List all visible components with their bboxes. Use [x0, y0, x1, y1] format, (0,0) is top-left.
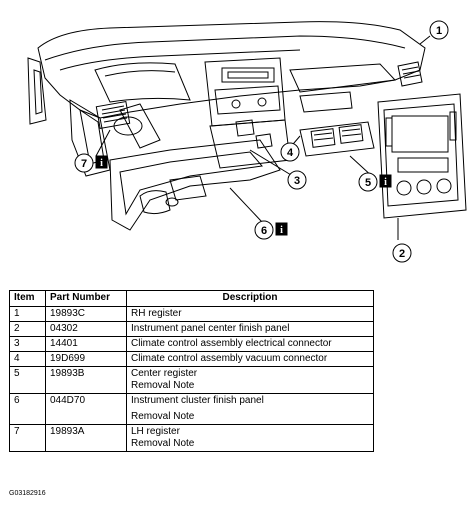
description-text: LH register	[131, 426, 180, 437]
callout-4-number: 4	[287, 147, 294, 159]
cell-description: Climate control assembly electrical conn…	[126, 336, 374, 352]
description-text: Center register	[131, 368, 198, 379]
header-part-number: Part Number	[45, 290, 127, 307]
cell-part-number: 19893A	[45, 424, 127, 452]
cell-description: LH register Removal Note	[126, 424, 374, 452]
cell-item: 3	[9, 336, 46, 352]
removal-note-link[interactable]: Removal Note	[131, 380, 195, 391]
cell-part-number: 19893B	[45, 366, 127, 394]
table-row: 1 19893C RH register	[9, 306, 374, 322]
cell-description: Instrument panel center finish panel	[126, 321, 374, 337]
cell-item: 2	[9, 321, 46, 337]
callout-4: 4	[280, 142, 300, 162]
table-row: 7 19893A LH register Removal Note	[9, 424, 374, 452]
dashboard-exploded-diagram: 1 2 3 4 5 i 6 i 7 i	[27, 20, 467, 263]
callout-3: 3	[287, 170, 307, 190]
center-finish-panel-drawing	[377, 93, 467, 219]
info-icon	[379, 174, 392, 188]
figure-id: G03182916	[9, 490, 46, 497]
cell-part-number: 19893C	[45, 306, 127, 322]
description-text: Instrument cluster finish panel	[131, 395, 264, 406]
parts-table: Item Part Number Description 1 19893C RH…	[9, 290, 374, 452]
cell-part-number: 04302	[45, 321, 127, 337]
cell-description: Instrument cluster finish panel Removal …	[126, 393, 374, 425]
info-icon	[95, 155, 108, 169]
table-header-row: Item Part Number Description	[9, 290, 374, 307]
cell-item: 6	[9, 393, 46, 425]
cell-part-number: 044D70	[45, 393, 127, 425]
center-register-drawing	[299, 121, 375, 157]
callout-6-info-glyph: i	[280, 225, 283, 236]
header-description: Description	[126, 290, 374, 307]
callout-7: 7 i	[74, 153, 108, 173]
callout-5-info-glyph: i	[384, 177, 387, 188]
cell-description: Climate control assembly vacuum connecto…	[126, 351, 374, 367]
table-row: 3 14401 Climate control assembly electri…	[9, 336, 374, 352]
cell-part-number: 14401	[45, 336, 127, 352]
cell-description: Center register Removal Note	[126, 366, 374, 394]
header-item: Item	[9, 290, 46, 307]
removal-note-link[interactable]: Removal Note	[131, 411, 195, 422]
table-row: 2 04302 Instrument panel center finish p…	[9, 321, 374, 337]
table-row: 4 19D699 Climate control assembly vacuum…	[9, 351, 374, 367]
callout-2: 2	[392, 243, 412, 263]
callout-2-number: 2	[399, 248, 405, 260]
callout-1-number: 1	[436, 25, 442, 37]
rh-register-drawing	[397, 61, 423, 87]
info-icon	[275, 222, 288, 236]
cell-item: 5	[9, 366, 46, 394]
callout-7-info-glyph: i	[100, 158, 103, 169]
callout-3-number: 3	[294, 175, 300, 187]
lh-register-drawing	[95, 100, 131, 130]
removal-note-link[interactable]: Removal Note	[131, 438, 195, 449]
callout-6: 6 i	[254, 220, 288, 240]
cell-item: 4	[9, 351, 46, 367]
callout-7-number: 7	[81, 158, 87, 170]
cell-item: 1	[9, 306, 46, 322]
callout-5-number: 5	[365, 177, 371, 189]
cell-item: 7	[9, 424, 46, 452]
table-row: 6 044D70 Instrument cluster finish panel…	[9, 393, 374, 425]
cell-description: RH register	[126, 306, 374, 322]
cell-part-number: 19D699	[45, 351, 127, 367]
callout-6-number: 6	[261, 225, 267, 237]
callout-5: 5 i	[358, 172, 392, 192]
instrument-panel-drawing	[27, 21, 467, 240]
callout-1: 1	[429, 20, 449, 40]
cluster-finish-panel-drawing	[109, 139, 281, 231]
table-row: 5 19893B Center register Removal Note	[9, 366, 374, 394]
